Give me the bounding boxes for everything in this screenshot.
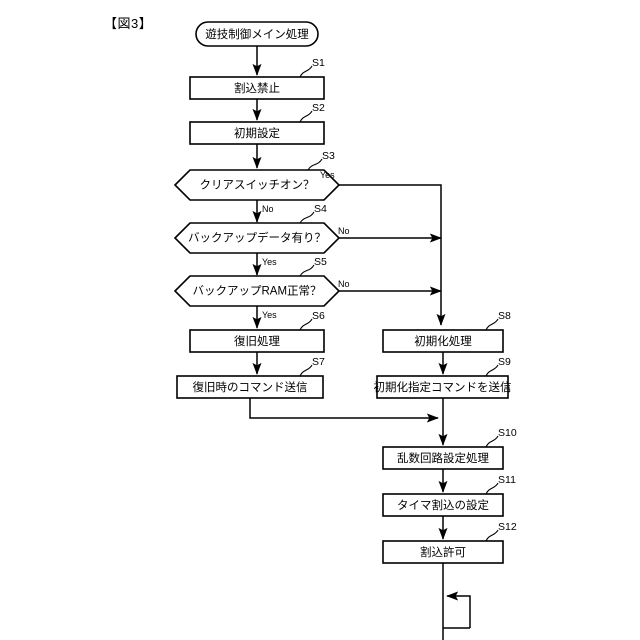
node-s3: クリアスイッチオン？ [173, 169, 341, 201]
node-s9: 初期化指定コマンドを送信 [374, 375, 512, 399]
node-s7-label: 復旧時のコマンド送信 [193, 380, 308, 394]
step-label-s12: S12 [498, 521, 517, 533]
step-label-s11: S11 [498, 474, 516, 486]
node-s4: バックアップデータ有り？ [173, 222, 341, 254]
node-s8-label: 初期化処理 [414, 334, 472, 348]
branch-label-s4-no: No [338, 226, 350, 236]
step-label-s9: S9 [498, 356, 511, 368]
node-s3-label: クリアスイッチオン？ [200, 179, 315, 192]
step-label-s7: S7 [312, 356, 325, 368]
node-s11-label: タイマ割込の設定 [397, 498, 489, 512]
node-start: 遊技制御メイン処理 [195, 21, 319, 47]
step-label-s5: S5 [314, 256, 327, 268]
node-s5: バックアップRAM正常？ [173, 275, 341, 307]
figure-caption: 【図3】 [104, 16, 153, 31]
node-s10-label: 乱数回路設定処理 [397, 451, 489, 465]
step-label-s4: S4 [314, 203, 327, 215]
node-s2: 初期設定 [189, 121, 325, 145]
step-label-s8: S8 [498, 310, 511, 322]
branch-label-s3-no: No [262, 204, 274, 214]
node-s2-label: 初期設定 [234, 126, 280, 140]
node-s11: タイマ割込の設定 [382, 493, 504, 517]
loop-back-path [442, 563, 471, 640]
node-s5-label: バックアップRAM正常？ [192, 285, 321, 298]
step-label-s3: S3 [322, 150, 335, 162]
step-label-s2: S2 [312, 102, 325, 114]
node-s12: 割込許可 [382, 540, 504, 564]
step-label-s10: S10 [498, 427, 517, 439]
node-s12-label: 割込許可 [420, 545, 466, 559]
node-s7: 復旧時のコマンド送信 [176, 375, 324, 399]
node-s8: 初期化処理 [382, 329, 504, 353]
node-start-label: 遊技制御メイン処理 [205, 27, 309, 41]
branch-label-s3-yes: Yes [320, 170, 335, 180]
node-s6: 復旧処理 [189, 329, 325, 353]
node-s10: 乱数回路設定処理 [382, 446, 504, 470]
node-s6-label: 復旧処理 [234, 334, 280, 348]
branch-label-s5-yes: Yes [262, 310, 277, 320]
branch-label-s5-no: No [338, 279, 350, 289]
node-s1: 割込禁止 [189, 76, 325, 100]
step-label-s1: S1 [312, 57, 325, 69]
branch-label-s4-yes: Yes [262, 257, 277, 267]
step-label-s6: S6 [312, 310, 325, 322]
node-s1-label: 割込禁止 [234, 81, 280, 95]
node-s4-label: バックアップデータ有り？ [188, 231, 326, 245]
node-s9-label: 初期化指定コマンドを送信 [374, 380, 512, 394]
